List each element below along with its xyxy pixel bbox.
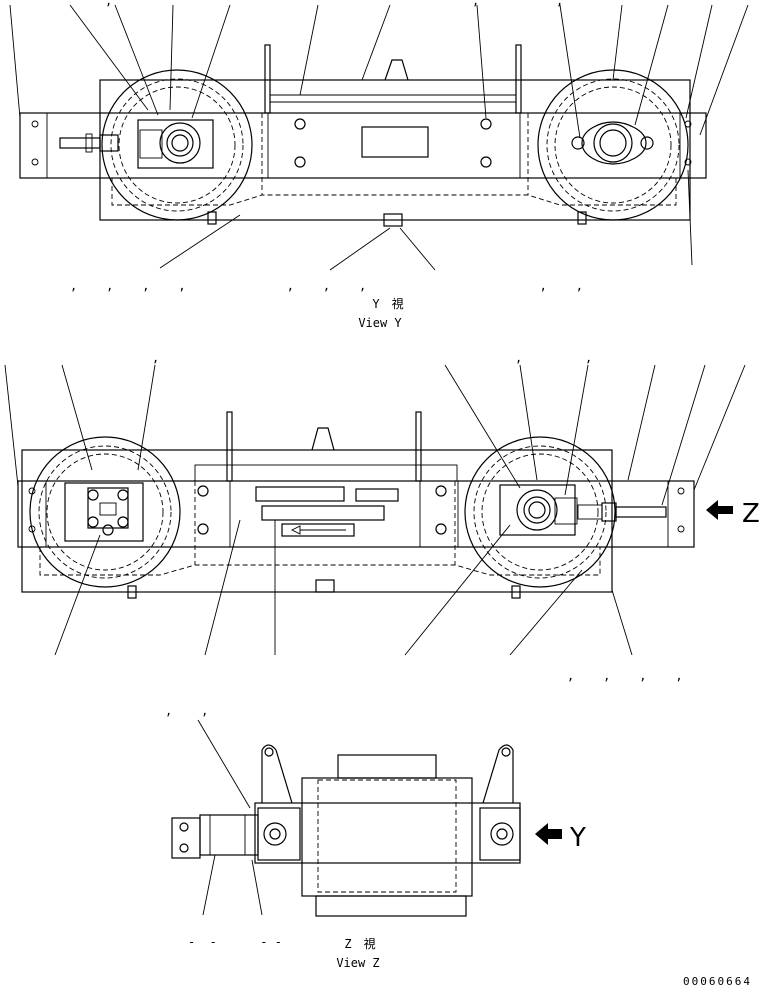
middle-view-right-bearing [499,484,576,536]
view-y-top-mark-b: , [472,0,479,8]
middle-view-top-mark-right-a: , [515,351,522,365]
view-y-beam [19,112,707,179]
middle-view-bottom-marks: , , , , [567,669,683,683]
view-z-title-jp: Z 視 [344,936,375,951]
middle-view-right-wheel [464,436,616,588]
middle-view-top-mark-left: , [152,351,159,365]
middle-view-direction-plate [281,523,355,537]
arrow-z-label: Z [742,499,759,529]
view-y-top-mark-c: , [556,0,563,8]
arrow-to-y-icon [535,823,562,845]
middle-view-plate-2 [355,488,399,502]
middle-view-drawing: Z , , , , , , , [4,351,759,683]
view-y-left-bearing [137,119,214,169]
view-y-name-plate [361,126,429,158]
middle-view-body-frame [21,449,613,593]
view-y-bottom-marks: , , , , , , , , , [70,279,583,293]
view-z-right-cap [479,807,521,861]
view-y-title-jp: Y 視 [372,296,403,311]
view-y-left-wheel [101,69,253,221]
view-y-title-en: View Y [358,316,402,330]
view-y-top-mark-a: , [105,0,112,8]
arrow-y-label: Y [569,823,586,853]
view-y-leader-lines [9,4,749,271]
arrow-to-z-icon [706,500,733,520]
view-z-bottom-marks: - - - - [188,935,282,949]
middle-view-left-bracket [64,482,144,542]
view-z-drawing: Y , , - - - - Z 視 View Z [165,704,586,970]
view-y-drawing: , , , , , , , , , , , , Y 視 View Y [9,0,749,330]
middle-view-top-mark-right-b: , [585,351,592,365]
view-z-top-marks: , , [165,704,208,718]
view-z-cylinder [199,814,259,856]
middle-view-plate-3 [261,505,385,521]
middle-view-plate-1 [255,486,345,502]
view-y-right-bearing [581,121,647,165]
middle-view-leader-lines [4,364,746,656]
middle-view-left-wheel [29,436,181,588]
view-y-right-wheel [537,69,689,221]
view-z-title-en: View Z [336,956,379,970]
view-z-leader-lines [197,719,263,916]
drawing-number: 00060664 [683,975,752,987]
